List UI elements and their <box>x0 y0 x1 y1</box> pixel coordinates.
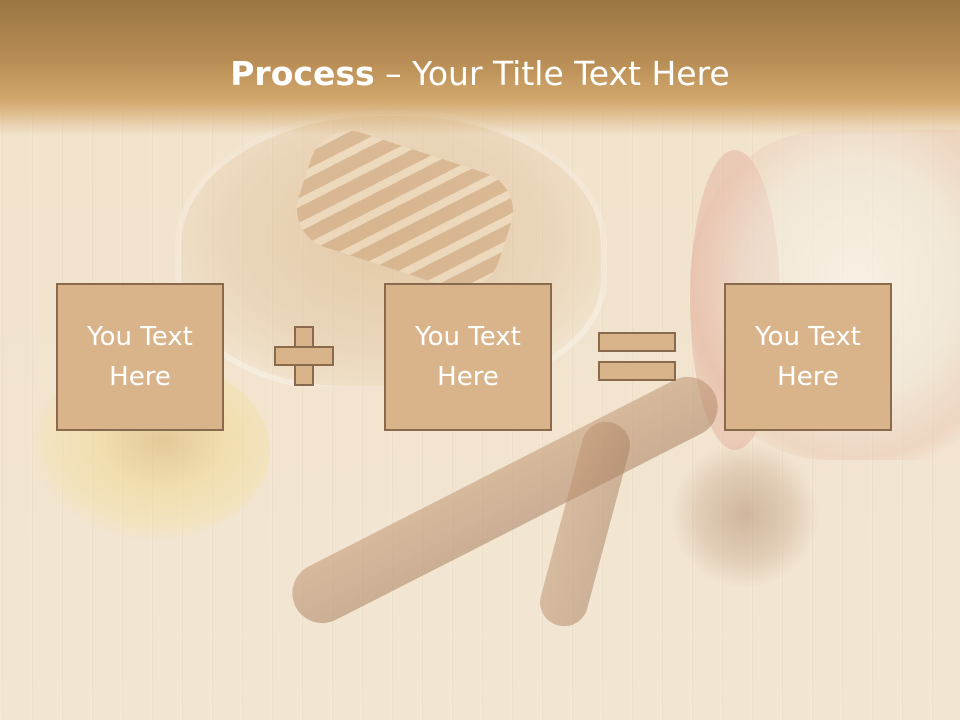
process-box-line-2: Here <box>777 362 839 392</box>
title-separator: – <box>374 54 413 93</box>
equals-icon <box>598 332 676 382</box>
star-anise <box>660 440 830 590</box>
process-box-1[interactable]: You Text Here <box>56 283 224 431</box>
title-bold: Process <box>230 54 375 93</box>
process-box-text: You Text Here <box>87 317 193 397</box>
plus-center <box>296 348 312 364</box>
process-box-text: You Text Here <box>755 317 861 397</box>
equals-bottom-bar <box>598 361 676 381</box>
process-box-line-2: Here <box>109 362 171 392</box>
slide-title[interactable]: Process – Your Title Text Here <box>0 52 960 96</box>
plus-icon <box>274 326 334 386</box>
title-rest: Your Title Text Here <box>412 54 730 93</box>
process-box-3[interactable]: You Text Here <box>724 283 892 431</box>
process-box-text: You Text Here <box>415 317 521 397</box>
process-box-line-1: You Text <box>87 322 193 352</box>
process-box-line-1: You Text <box>415 322 521 352</box>
process-box-2[interactable]: You Text Here <box>384 283 552 431</box>
equals-top-bar <box>598 332 676 352</box>
process-box-line-2: Here <box>437 362 499 392</box>
title-band <box>0 0 960 135</box>
process-box-line-1: You Text <box>755 322 861 352</box>
